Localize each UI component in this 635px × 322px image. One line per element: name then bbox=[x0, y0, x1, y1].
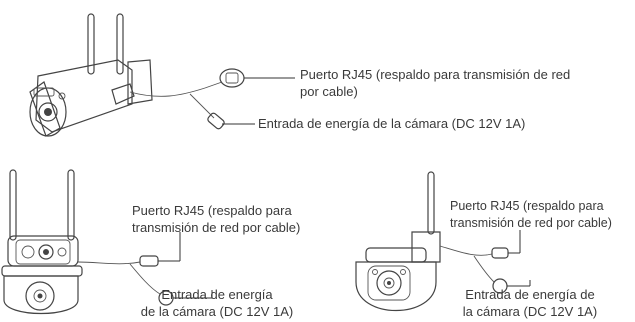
fig1-power-label: Entrada de energía de la cámara (DC 12V … bbox=[258, 116, 526, 131]
fig2-rj45-label: Puerto RJ45 (respaldo para transmisión d… bbox=[132, 202, 300, 236]
fig1-rj45-line2: por cable) bbox=[300, 84, 358, 99]
ptz-dome-camera-icon bbox=[355, 171, 531, 311]
fig2-rj45-line2: transmisión de red por cable) bbox=[132, 220, 301, 235]
fig2-power-line1: Entrada de energía bbox=[161, 287, 273, 302]
fig1-rj45-label: Puerto RJ45 (respaldo para transmisión d… bbox=[300, 66, 570, 100]
fig3-rj45-line1: Puerto RJ45 (respaldo para bbox=[450, 199, 604, 213]
bullet-camera-icon bbox=[29, 13, 295, 137]
fig3-rj45-label: Puerto RJ45 (respaldo para transmisión d… bbox=[450, 198, 612, 232]
fig2-power-line2: de la cámara (DC 12V 1A) bbox=[140, 304, 294, 319]
fig3-power-label: Entrada de energía de la cámara (DC 12V … bbox=[446, 286, 614, 320]
fig3-power-line2: la cámara (DC 12V 1A) bbox=[462, 304, 598, 319]
fig2-rj45-line1: Puerto RJ45 (respaldo para bbox=[132, 203, 292, 218]
fig1-rj45-line1: Puerto RJ45 (respaldo para transmisión d… bbox=[300, 67, 571, 82]
dual-lens-ptz-camera-icon bbox=[1, 169, 213, 314]
fig3-power-line1: Entrada de energía de bbox=[465, 287, 595, 302]
fig2-power-label: Entrada de energía de la cámara (DC 12V … bbox=[138, 286, 296, 320]
fig3-rj45-line2: transmisión de red por cable) bbox=[450, 216, 612, 230]
